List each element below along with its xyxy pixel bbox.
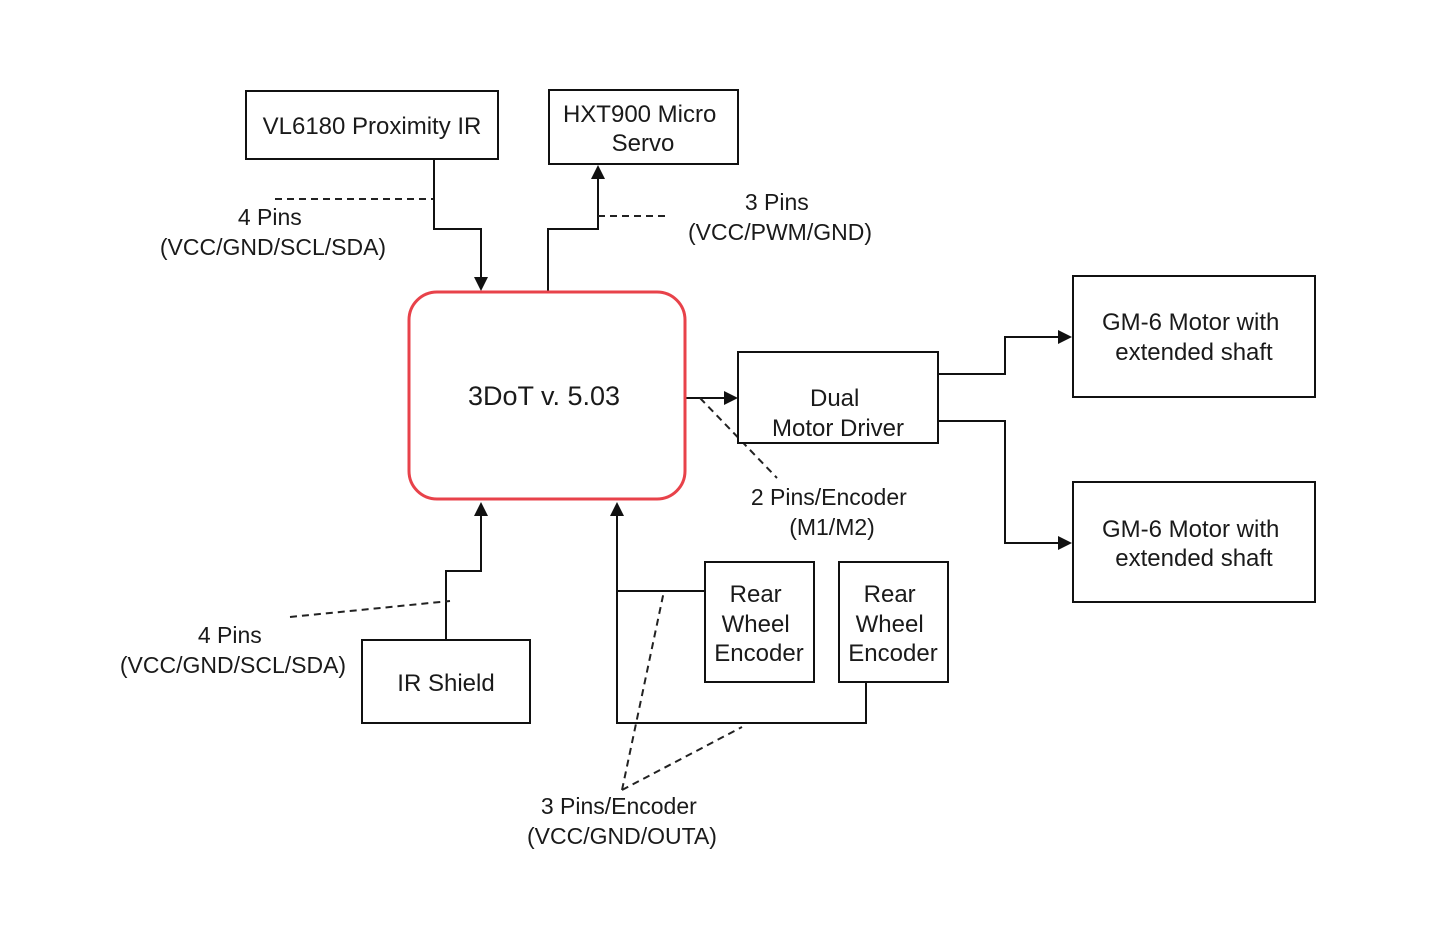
node-motor-bottom-label: GM-6 Motor with extended shaft <box>1102 516 1286 572</box>
label-driver-pins: 2 Pins/Encoder (M1/M2) <box>751 484 913 540</box>
label-vl6180-pins: 4 Pins (VCC/GND/SCL/SDA) <box>160 204 386 260</box>
wire-driver-to-motor-bottom <box>938 420 1060 544</box>
node-hxt900-servo: HXT900 Micro Servo <box>548 89 739 165</box>
node-dual-motor-driver: Dual Motor Driver <box>737 351 939 444</box>
wire-driver-to-motor-top <box>938 336 1060 375</box>
node-encoder-left-label: Rear Wheel Encoder <box>714 581 803 667</box>
label-servo-pins: 3 Pins (VCC/PWM/GND) <box>688 189 872 245</box>
label-encoder-pins: 3 Pins/Encoder (VCC/GND/OUTA) <box>527 793 717 849</box>
node-servo-label: HXT900 Micro Servo <box>563 101 723 157</box>
node-gm6-motor-top: GM-6 Motor with extended shaft <box>1072 275 1316 398</box>
node-3dot-controller: 3DoT v. 5.03 <box>407 290 687 501</box>
node-vl6180-proximity-ir: VL6180 Proximity IR <box>245 90 499 160</box>
node-3dot-label: 3DoT v. 5.03 <box>468 381 620 411</box>
leader-driver-pins <box>699 397 778 479</box>
node-rear-wheel-encoder-left: Rear Wheel Encoder <box>704 561 815 683</box>
node-encoder-right-label: Rear Wheel Encoder <box>848 581 937 667</box>
arrowhead-into-driver <box>724 391 738 405</box>
wire-ir-shield-to-main <box>445 515 482 640</box>
node-motor-top-label: GM-6 Motor with extended shaft <box>1102 309 1286 366</box>
arrowhead-into-main-top <box>474 277 488 291</box>
node-ir-shield-label: IR Shield <box>397 670 494 697</box>
leader-ir-pins <box>289 600 451 618</box>
wire-vl6180-to-main <box>433 160 482 278</box>
arrowhead-into-motor-top <box>1058 330 1072 344</box>
wire-main-to-servo <box>547 178 599 291</box>
label-ir-pins: 4 Pins (VCC/GND/SCL/SDA) <box>120 622 346 678</box>
arrowhead-into-main-bottom-right <box>610 502 624 516</box>
leader-encoder-right <box>621 726 743 791</box>
arrowhead-into-servo <box>591 165 605 179</box>
arrowhead-into-motor-bottom <box>1058 536 1072 550</box>
leader-encoder-left <box>621 590 665 791</box>
node-gm6-motor-bottom: GM-6 Motor with extended shaft <box>1072 481 1316 603</box>
node-rear-wheel-encoder-right: Rear Wheel Encoder <box>838 561 949 683</box>
node-driver-label: Dual Motor Driver <box>772 385 904 442</box>
wire-encoders-to-main <box>616 515 867 724</box>
arrowhead-into-main-bottom-left <box>474 502 488 516</box>
node-ir-shield: IR Shield <box>361 639 531 724</box>
node-vl6180-label: VL6180 Proximity IR <box>263 113 482 140</box>
connectors <box>275 160 1072 791</box>
